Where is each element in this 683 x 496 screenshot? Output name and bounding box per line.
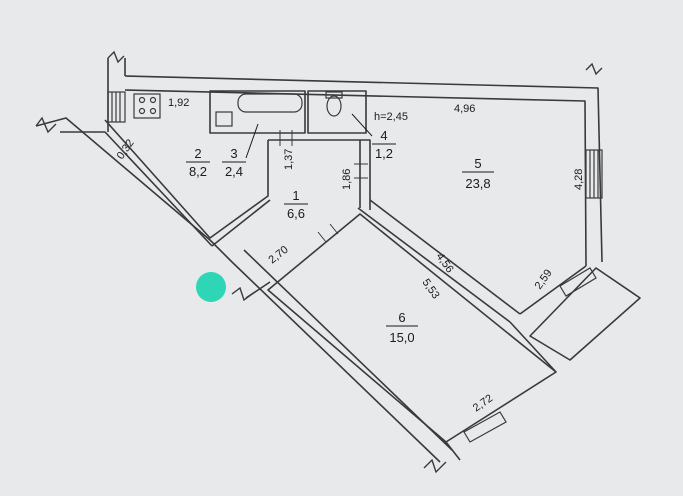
- ceiling-height-label: h=2,45: [374, 111, 408, 123]
- room-5-number: 5: [474, 156, 481, 171]
- room-3-area: 2,4: [225, 164, 243, 179]
- room-6-number: 6: [398, 310, 405, 325]
- dim-top-left: 1,92: [168, 97, 189, 109]
- room-4-number: 4: [380, 128, 387, 143]
- stove-icon: [133, 93, 161, 119]
- room-3-number: 3: [230, 146, 237, 161]
- location-marker: [196, 272, 226, 302]
- bathtub-icon: [237, 93, 303, 113]
- windows: [107, 91, 603, 443]
- dim-top-right: 4,96: [454, 103, 475, 115]
- fixtures: [133, 91, 343, 127]
- room-4-area: 1,2: [375, 146, 393, 161]
- dim-hall-b: 1,86: [341, 169, 353, 190]
- room-5-area: 23,8: [465, 176, 490, 191]
- sink-icon: [215, 111, 233, 127]
- dimension-ticks: [279, 130, 368, 243]
- room-1-area: 6,6: [287, 206, 305, 221]
- room-2-number: 2: [194, 146, 201, 161]
- room-2-area: 8,2: [189, 164, 207, 179]
- toilet-icon: [326, 95, 342, 117]
- room-labels: 1 6,6 2 8,2 3 2,4 4 1,2 5 23,8 6 15,0: [186, 113, 494, 345]
- room-1-number: 1: [292, 188, 299, 203]
- dim-right-wall: 4,28: [573, 169, 585, 190]
- dim-hall-a: 1,37: [283, 149, 295, 170]
- walls: [35, 58, 641, 463]
- break-marks: [35, 50, 603, 474]
- room-6-area: 15,0: [389, 330, 414, 345]
